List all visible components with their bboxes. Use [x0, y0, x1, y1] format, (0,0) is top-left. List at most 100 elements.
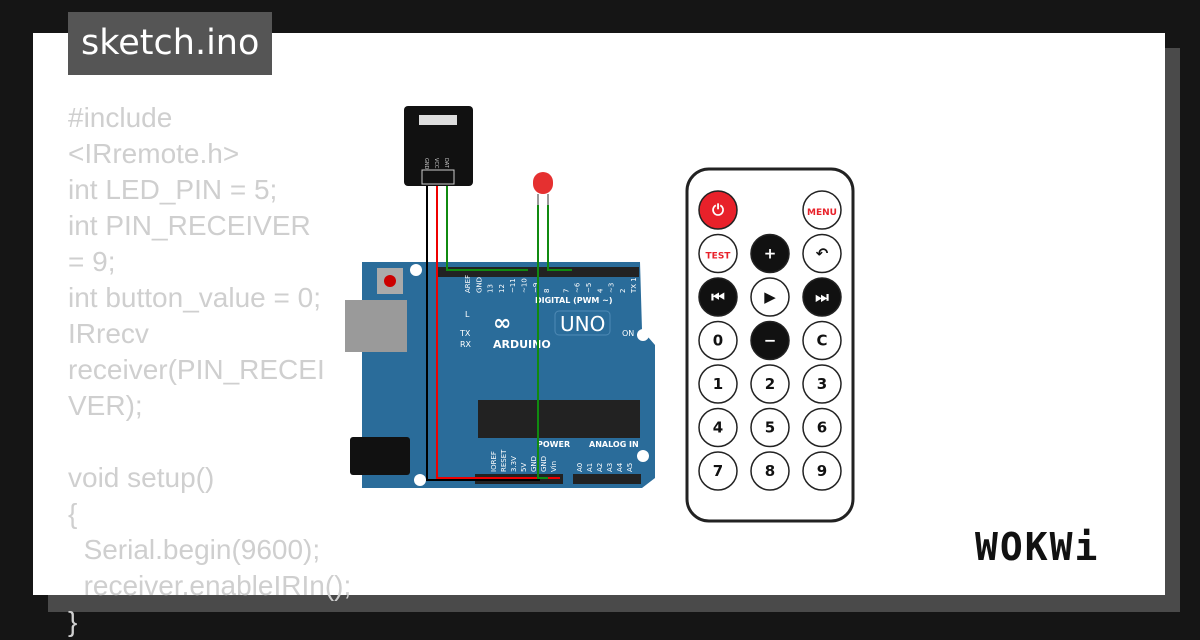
- pin-label: A3: [606, 463, 614, 472]
- arduino-logo-icon: ∞: [493, 311, 511, 336]
- wires: [426, 186, 572, 481]
- remote-button-label: 5: [765, 419, 775, 437]
- code-line: IRrecv receiver(PIN_RECEIVER);: [68, 318, 325, 421]
- arduino-uno-board[interactable]: ∞ ARDUINO UNO DIGITAL (PWM ~) POWER ANAL…: [345, 262, 655, 488]
- analog-label: ANALOG IN: [589, 440, 639, 449]
- analog-header: [573, 474, 641, 484]
- remote-button-label: 7: [713, 462, 723, 480]
- ir-receiver-module[interactable]: GND VCC DAT: [404, 106, 473, 186]
- remote-button-+[interactable]: +: [750, 233, 790, 274]
- code-line: void setup(): [68, 462, 215, 493]
- code-line: Serial.begin(9600);: [68, 534, 321, 565]
- remote-button-label: 0: [713, 332, 723, 350]
- remote-button-−[interactable]: −: [750, 320, 790, 361]
- wire-gnd: [426, 186, 540, 481]
- code-line: int PIN_RECEIVER = 9;: [68, 210, 327, 277]
- remote-button-label: TEST: [706, 252, 732, 262]
- ir-remote: ⏻ MENU TEST + ↶ ⏮ ▶ ⏭ 0 − C 1 2 3 4 5 6 7 8 9: [685, 167, 855, 523]
- digital-label: DIGITAL (PWM ~): [535, 296, 613, 305]
- on-label: ON: [622, 329, 634, 338]
- pin-label: A4: [616, 462, 624, 472]
- remote-button-2[interactable]: 2: [750, 364, 790, 404]
- remote-button-label: ↶: [816, 245, 829, 263]
- code-line: {: [68, 498, 78, 529]
- usb-port: [345, 300, 407, 352]
- remote-button-label: ⏮: [711, 288, 725, 306]
- pin-label: ~6: [574, 282, 582, 293]
- remote-button-label: 4: [713, 419, 723, 437]
- wire-led-pin5: [547, 205, 572, 271]
- remote-button-back[interactable]: ↶: [802, 233, 842, 274]
- wire-led-gnd: [537, 205, 548, 479]
- remote-button-1[interactable]: 1: [698, 364, 738, 404]
- pin-label: 2: [619, 289, 627, 293]
- code-line: int LED_PIN = 5;: [68, 174, 278, 205]
- ir-pin-label: VCC: [433, 158, 439, 169]
- remote-button-0[interactable]: 0: [698, 320, 738, 361]
- pin-label: ~9: [532, 283, 540, 293]
- pin-label: 3.3V: [510, 456, 518, 472]
- pin-label: ~11: [509, 278, 517, 293]
- remote-button-label: ▶: [764, 288, 776, 306]
- remote-button-7[interactable]: 7: [698, 451, 738, 491]
- pin-label: AREF: [464, 275, 472, 293]
- sketch-filename: sketch.ino: [68, 12, 273, 75]
- remote-button-MENU[interactable]: MENU: [802, 190, 842, 230]
- code-line: [68, 424, 340, 460]
- remote-button-next[interactable]: ⏭: [802, 277, 842, 317]
- pin-label: 4: [596, 288, 604, 293]
- code-line: receiver.enableIRIn();: [68, 570, 352, 601]
- remote-button-6[interactable]: 6: [802, 407, 842, 448]
- remote-button-power[interactable]: ⏻: [698, 190, 738, 230]
- red-led[interactable]: [533, 172, 553, 205]
- pin-label: 7: [562, 289, 570, 293]
- power-label: POWER: [537, 440, 570, 449]
- remote-button-TEST[interactable]: TEST: [698, 233, 738, 274]
- remote-button-label: ⏭: [815, 288, 829, 306]
- remote-button-C[interactable]: C: [802, 320, 842, 361]
- code-line: }: [68, 606, 78, 637]
- remote-button-9[interactable]: 9: [802, 451, 842, 491]
- remote-button-prev[interactable]: ⏮: [698, 277, 738, 317]
- remote-button-label: 8: [765, 462, 775, 480]
- remote-button-label: C: [816, 332, 827, 350]
- remote-button-label: MENU: [807, 208, 837, 218]
- ir-pin-label: GND: [423, 158, 429, 170]
- arduino-model: UNO: [560, 312, 605, 336]
- pin-label: ~10: [521, 278, 529, 293]
- pin-label: 5V: [520, 463, 528, 472]
- ir-pin-label: DAT: [443, 158, 449, 169]
- remote-button-8[interactable]: 8: [750, 451, 790, 491]
- pin-label: GND: [530, 456, 538, 472]
- remote-button-label: 9: [817, 462, 827, 480]
- pin-label: ~3: [608, 283, 616, 293]
- pin-label: A5: [626, 463, 634, 472]
- remote-button-label: 1: [713, 375, 723, 393]
- remote-button-4[interactable]: 4: [698, 407, 738, 448]
- remote-button-label: −: [764, 332, 777, 350]
- remote-button-label: 6: [817, 419, 827, 437]
- remote-button-5[interactable]: 5: [750, 407, 790, 448]
- pin-label: A1: [586, 463, 594, 472]
- pin-label: IOREF: [490, 451, 498, 472]
- pin-label: GND: [540, 456, 548, 472]
- pin-label: A0: [576, 463, 584, 472]
- tx-label: TX: [459, 329, 471, 338]
- rx-label: RX: [460, 340, 472, 349]
- l-label: L: [465, 310, 470, 319]
- pin-label: 12: [498, 284, 506, 293]
- arduino-brand: ARDUINO: [493, 338, 551, 351]
- remote-button-label: 3: [817, 375, 827, 393]
- wire-dat: [446, 186, 528, 271]
- pin-label: 13: [487, 284, 495, 293]
- remote-button-3[interactable]: 3: [802, 364, 842, 404]
- pin-label: GND: [475, 277, 483, 293]
- wokwi-logo: WOKWi: [975, 525, 1100, 569]
- remote-button-label: ⏻: [712, 201, 724, 219]
- code-line: int button_value = 0;: [68, 282, 321, 313]
- remote-button-play[interactable]: ▶: [750, 277, 790, 317]
- pin-label: A2: [596, 463, 604, 472]
- code-preview: #include <IRremote.h>int LED_PIN = 5;int…: [68, 100, 351, 640]
- atmega-chip: [478, 400, 640, 438]
